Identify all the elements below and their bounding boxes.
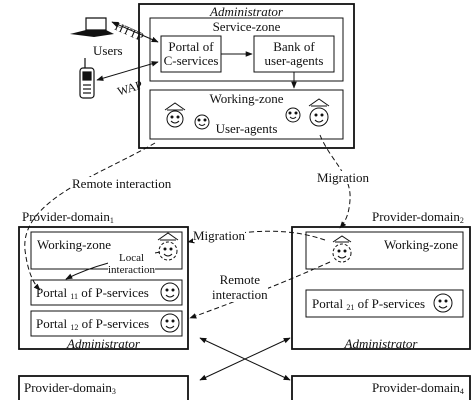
p1-working-zone-box <box>30 231 183 270</box>
provider-domain-3-box <box>18 375 189 400</box>
working-zone-title: Working-zone <box>209 91 284 106</box>
user-agent-3 <box>285 107 301 123</box>
p2-portal-21-box <box>305 289 464 318</box>
p2-portal-21-label: Portal 21 of P-services <box>312 296 426 312</box>
p1-working-zone-title: Working-zone <box>37 237 112 252</box>
local-interaction-label: Local interaction <box>108 252 156 276</box>
p1-portal-11-agent-icon <box>160 282 180 302</box>
wap-arrow <box>96 61 159 81</box>
working-zone-box <box>149 89 344 140</box>
user-agent-2 <box>194 114 210 130</box>
p2-agent-hat-icon <box>332 235 352 263</box>
cross-arrow-2 <box>199 337 291 381</box>
provider-domain-4-box <box>291 375 471 400</box>
provider-domain-1-box <box>18 226 189 350</box>
p2-working-zone-title: Working-zone <box>384 237 459 252</box>
users-label: Users <box>93 43 123 58</box>
migration-mid-label: Migration <box>193 228 245 243</box>
bank-user-agents-label: Bank of user-agents <box>264 39 324 68</box>
provider-domain-2-title: Provider-domain2 <box>372 209 464 225</box>
p1-portal-11-label: Portal 11 of P-services <box>36 285 149 301</box>
p2-working-zone-box <box>305 231 464 270</box>
p1-agent-hat-icon <box>157 232 179 261</box>
provider-domain-3-title: Provider-domain3 <box>24 380 116 396</box>
provider-domain-2-box <box>291 226 471 350</box>
service-zone-title: Service-zone <box>212 19 281 34</box>
migration-top-label: Migration <box>317 170 369 185</box>
p1-portal-11-box <box>30 279 183 306</box>
migration-mid-path <box>187 230 326 244</box>
p1-portal-12-label: Portal 12 of P-services <box>36 316 150 332</box>
http-arrow <box>111 21 159 43</box>
p1-portal-12-agent-icon <box>160 313 180 333</box>
provider-domain-4-title: Provider-domain4 <box>372 380 464 396</box>
laptop-icon <box>70 17 114 37</box>
user-agents-label: User-agents <box>215 121 278 136</box>
remote-interaction-mid-label: Remote interaction <box>212 272 268 302</box>
p1-portal-12-box <box>30 310 183 337</box>
p2-portal-21-agent-icon <box>433 293 453 313</box>
migration-top-path <box>319 134 351 229</box>
portal-c-services-label: Portal of C-services <box>163 39 219 68</box>
remote-interaction-mid-path <box>189 261 331 319</box>
p2-administrator-label: Administrator <box>344 336 418 351</box>
administrator-title: Administrator <box>210 4 283 19</box>
remote-interaction-top-label: Remote interaction <box>72 176 172 191</box>
user-agent-1 <box>164 102 186 128</box>
p1-administrator-label: Administrator <box>67 336 140 351</box>
mobile-phone-icon <box>79 58 95 99</box>
provider-domain-1-title: Provider-domain1 <box>22 209 114 225</box>
service-zone-box <box>149 17 344 82</box>
user-agent-4 <box>308 98 330 127</box>
